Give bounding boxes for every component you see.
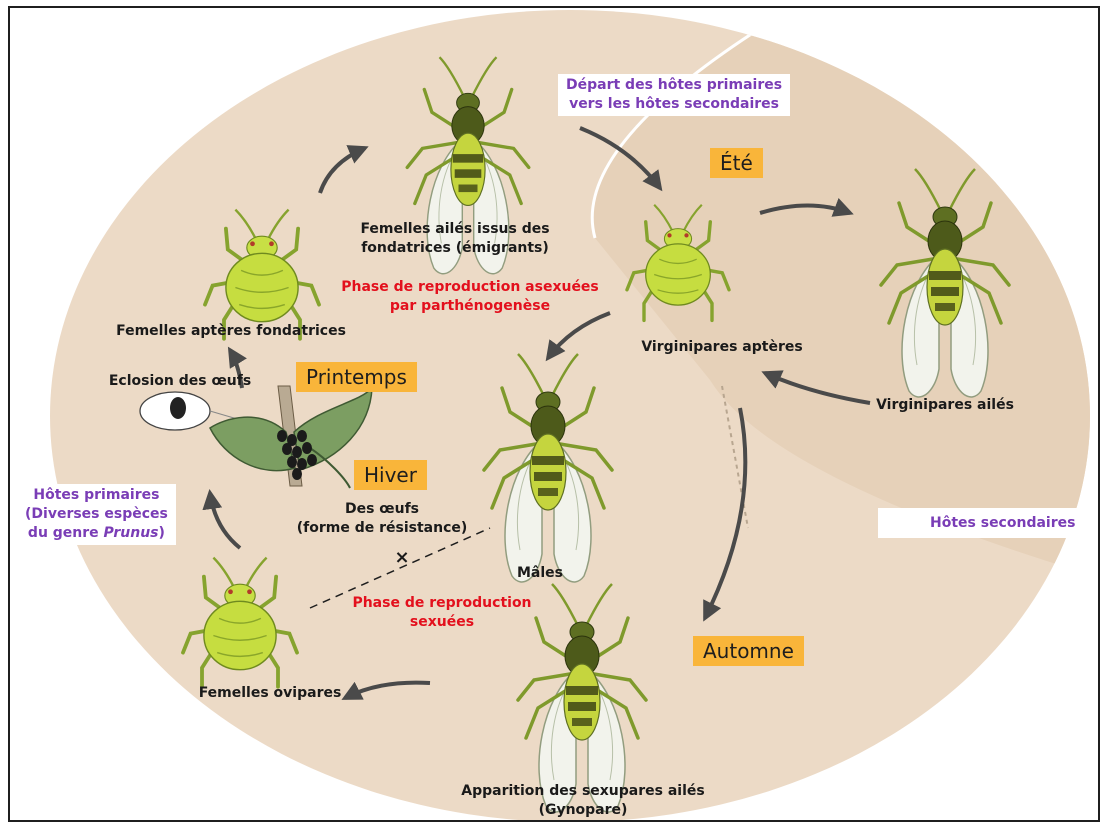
phase-asexual-line1: Phase de reproduction asexuées	[308, 278, 632, 297]
primary-line3-c: )	[159, 525, 165, 541]
depart-line1: Départ des hôtes primaires	[566, 76, 782, 95]
phase-asexual-line2: par parthénogenèse	[308, 297, 632, 316]
primary-line2: (Diverses espèces	[25, 505, 168, 524]
primary-line1: Hôtes primaires	[25, 486, 168, 505]
diagram-frame: Printemps Été Hiver Automne Départ des h…	[8, 6, 1100, 822]
sexupares-line2: (Gynopare)	[428, 801, 738, 820]
phase-asexual: Phase de reproduction asexuées par parth…	[308, 278, 632, 316]
label-sexupares: Apparition des sexupares ailés (Gynopare…	[428, 782, 738, 820]
label-virginipares-apteres: Virginipares aptères	[622, 338, 822, 357]
phase-sexual: Phase de reproduction sexuées	[322, 594, 562, 632]
primary-hosts-note: Hôtes primaires (Diverses espèces du gen…	[17, 484, 176, 545]
phase-sexual-line1: Phase de reproduction	[322, 594, 562, 613]
label-fondatrices: Femelles aptères fondatrices	[106, 322, 356, 341]
emigrants-line1: Femelles ailés issus des	[330, 220, 580, 239]
label-emigrants: Femelles ailés issus des fondatrices (ém…	[330, 220, 580, 258]
oeufs-line2: (forme de résistance)	[272, 519, 492, 538]
oeufs-line1: Des œufs	[272, 500, 492, 519]
label-ovipares: Femelles ovipares	[170, 684, 370, 703]
egg-icon	[170, 397, 186, 419]
secondary-hosts-note: Hôtes secondaires	[878, 508, 1100, 538]
depart-line2: vers les hôtes secondaires	[566, 95, 782, 114]
primary-line3: du genre Prunus)	[25, 524, 168, 543]
cross-mark: ×	[392, 548, 412, 567]
depart-hosts-note: Départ des hôtes primaires vers les hôte…	[558, 74, 790, 116]
season-automne: Automne	[693, 636, 804, 666]
primary-line3-a: du genre	[28, 525, 104, 541]
primary-line3-genus: Prunus	[104, 525, 159, 541]
season-printemps: Printemps	[296, 362, 417, 392]
season-hiver: Hiver	[354, 460, 427, 490]
label-eclosion: Eclosion des œufs	[100, 372, 260, 391]
sexupares-line1: Apparition des sexupares ailés	[428, 782, 738, 801]
label-males: Mâles	[510, 564, 570, 583]
emigrants-line2: fondatrices (émigrants)	[330, 239, 580, 258]
label-oeufs: Des œufs (forme de résistance)	[272, 500, 492, 538]
phase-sexual-line2: sexuées	[322, 613, 562, 632]
label-virginipares-ailes: Virginipares ailés	[860, 396, 1030, 415]
season-ete: Été	[710, 148, 763, 178]
